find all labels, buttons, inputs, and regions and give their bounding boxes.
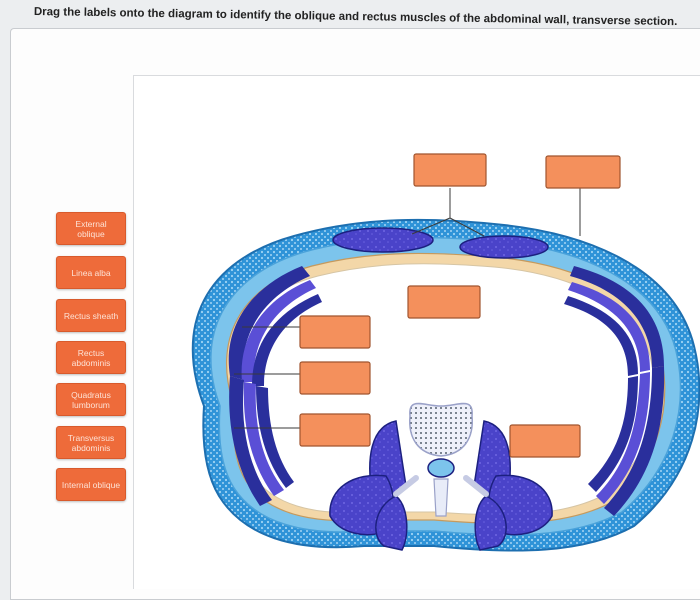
rectus-abdominis-shapes — [332, 227, 549, 259]
label-text: Rectus abdominis — [71, 347, 111, 368]
label-text: Transversus abdominis — [67, 432, 115, 453]
label-transversus-abdominis[interactable]: Transversus abdominis — [56, 426, 126, 459]
instruction-text: Drag the labels onto the diagram to iden… — [33, 6, 678, 29]
drop-target-top-right[interactable] — [545, 155, 621, 189]
label-text: Internal oblique — [61, 479, 121, 490]
drop-target-left-lower[interactable] — [299, 413, 371, 447]
vertebra-and-back-muscles — [329, 402, 553, 551]
label-rectus-abdominis[interactable]: Rectus abdominis — [56, 341, 126, 374]
right-oblique-layers — [564, 266, 665, 516]
drop-target-left-middle[interactable] — [299, 361, 371, 395]
drop-target-middle[interactable] — [407, 285, 481, 319]
label-quadratus-lumborum[interactable]: Quadratus lumborum — [56, 383, 126, 416]
label-linea-alba[interactable]: Linea alba — [56, 256, 126, 289]
label-rectus-sheath[interactable]: Rectus sheath — [56, 299, 126, 332]
label-text: External oblique — [75, 218, 107, 239]
diagram-area — [133, 75, 700, 589]
label-text: Rectus sheath — [63, 310, 119, 321]
drop-targets — [299, 153, 621, 458]
label-text: Linea alba — [71, 267, 111, 278]
drop-target-top-left[interactable] — [413, 153, 487, 187]
drop-target-lower-right[interactable] — [509, 424, 581, 458]
label-external-oblique[interactable]: External oblique — [56, 212, 126, 245]
drop-target-left-upper[interactable] — [299, 315, 371, 349]
label-text: Quadratus lumborum — [71, 389, 111, 410]
leader-lines — [234, 188, 581, 429]
abdominal-wall-transverse-section-illustration — [191, 153, 700, 552]
label-internal-oblique[interactable]: Internal oblique — [56, 468, 126, 501]
left-oblique-layers — [228, 266, 322, 506]
